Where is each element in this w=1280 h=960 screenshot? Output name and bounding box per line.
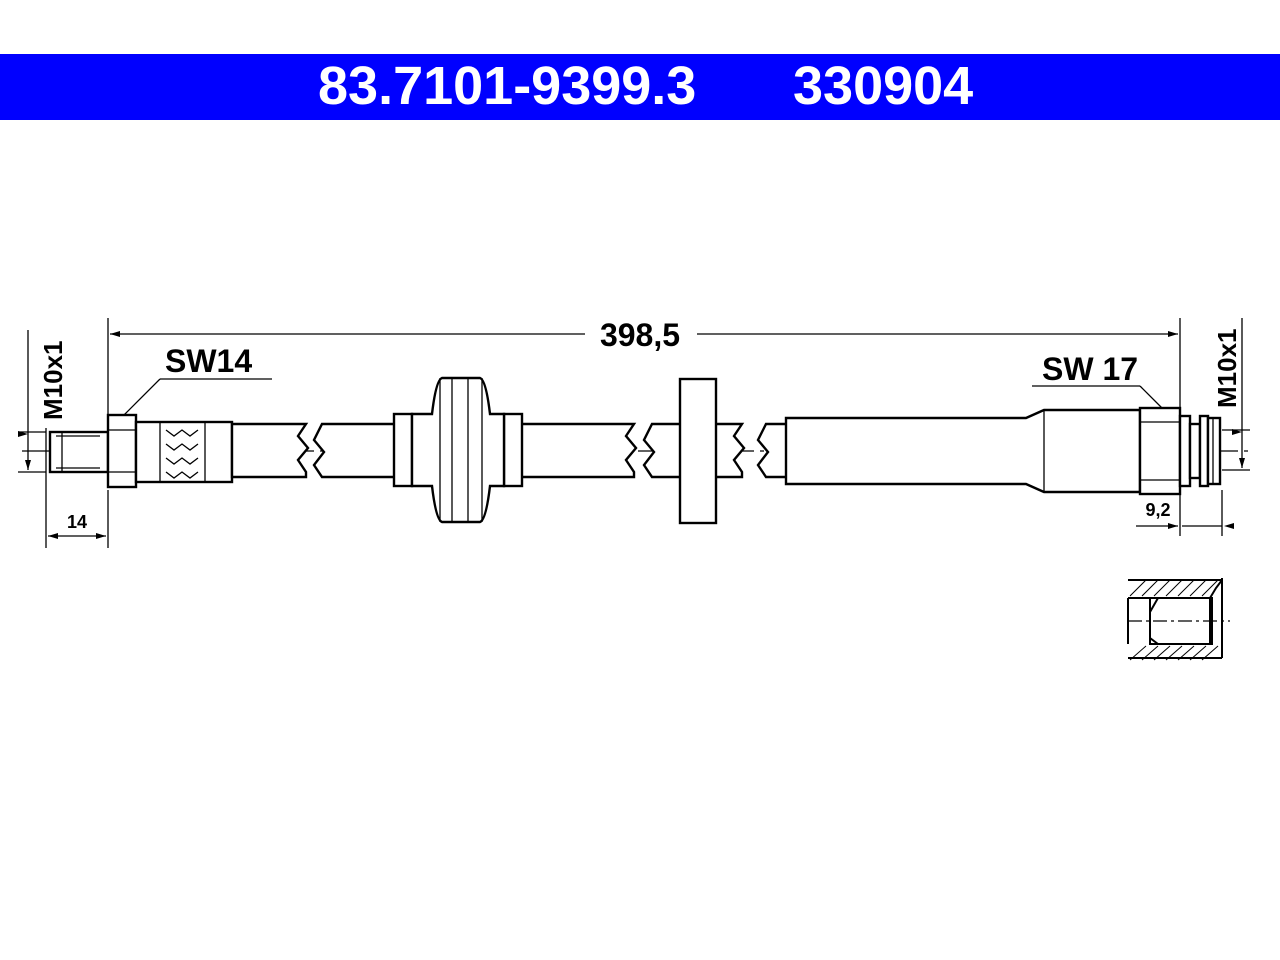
header-bar: [0, 54, 1280, 120]
overall-length-label: 398,5: [600, 317, 680, 353]
right-thread-dimension: M10x1: [1212, 318, 1250, 471]
sw14-callout: SW14: [123, 343, 272, 416]
right-crimp-sleeve: [784, 408, 1142, 494]
right-thread-label: M10x1: [1212, 329, 1242, 409]
right-fitting: [1138, 406, 1222, 496]
overall-length-dimension: 398,5: [107, 317, 1181, 415]
right-length-label: 9,2: [1145, 500, 1170, 520]
mounting-flange: [678, 377, 718, 525]
left-length-label: 14: [67, 512, 87, 532]
left-thread-label: M10x1: [38, 341, 68, 421]
part-number: 83.7101-9399.3: [318, 56, 697, 116]
left-fitting: [48, 413, 234, 489]
left-thread-dimension: M10x1: [18, 330, 68, 548]
left-length-dimension: 14: [48, 490, 109, 548]
reference-number: 330904: [793, 56, 974, 116]
right-wrench-size-label: SW 17: [1042, 351, 1138, 387]
port-section-detail: [1127, 578, 1230, 661]
sw17-callout: SW 17: [1032, 351, 1163, 409]
rubber-grommet: [392, 376, 524, 524]
right-length-dimension: 9,2: [1136, 490, 1224, 536]
left-wrench-size-label: SW14: [165, 343, 252, 379]
